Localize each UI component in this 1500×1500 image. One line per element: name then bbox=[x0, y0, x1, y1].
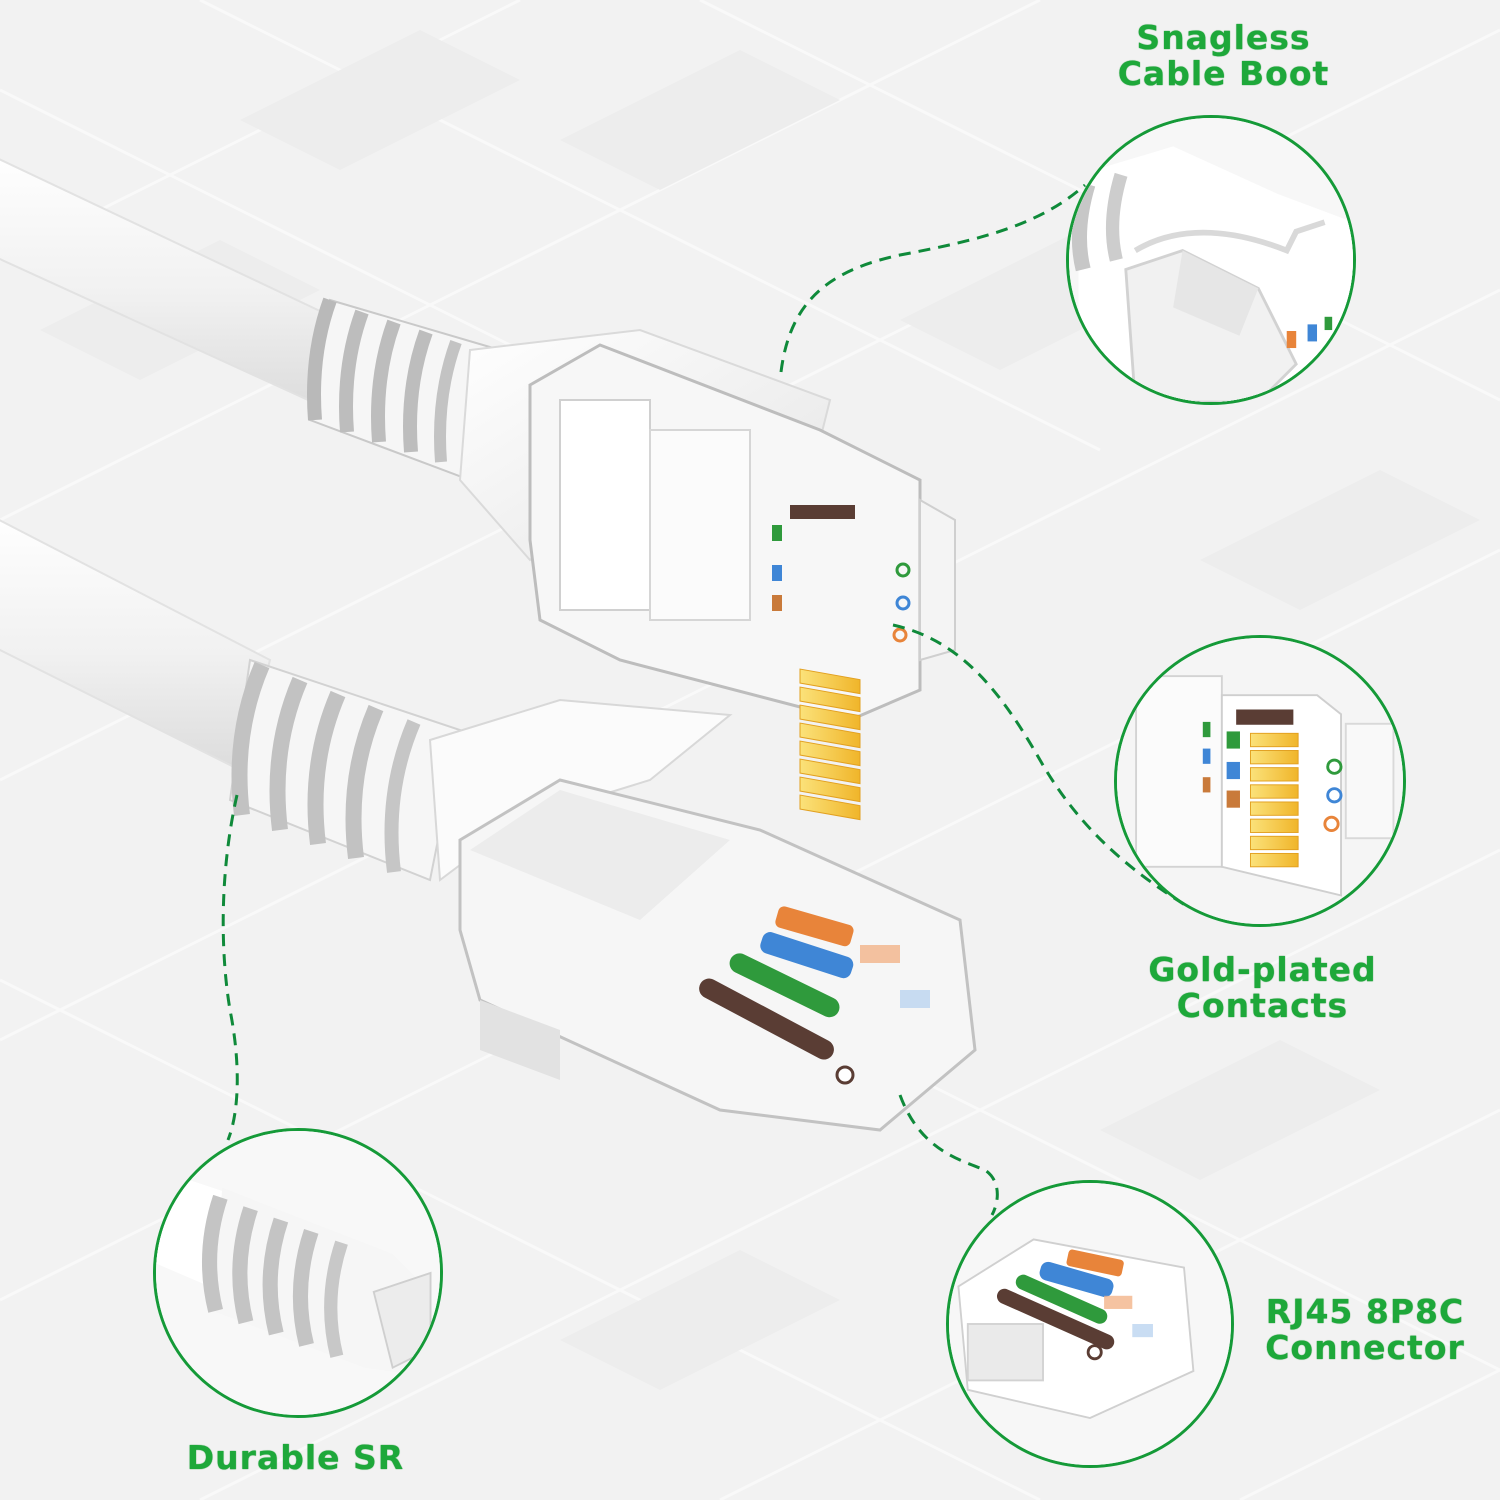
leader-gold-contacts bbox=[892, 623, 1186, 907]
leader-lines bbox=[221, 183, 1186, 1216]
snagless-boot-closeup-icon bbox=[1069, 118, 1353, 402]
label-line: Cable Boot bbox=[1117, 54, 1330, 93]
callout-gold-contacts bbox=[1114, 635, 1406, 927]
upper-plug-housing bbox=[528, 343, 956, 722]
upper-cable bbox=[0, 158, 956, 821]
callout-rj45-connector bbox=[946, 1180, 1234, 1468]
leader-rj45-connector bbox=[898, 1094, 999, 1216]
callout-strain-relief bbox=[153, 1128, 443, 1418]
leader-snagless-boot bbox=[779, 183, 1086, 373]
callout-snagless-boot bbox=[1066, 115, 1356, 405]
label-line: Contacts bbox=[1176, 986, 1349, 1025]
label-line: Snagless bbox=[1136, 18, 1311, 57]
gold-contacts-closeup-icon bbox=[1117, 638, 1403, 924]
lower-wires bbox=[699, 906, 930, 1085]
label-line: Durable SR bbox=[186, 1438, 405, 1477]
lower-cable bbox=[0, 519, 977, 1132]
label-line: RJ45 8P8C bbox=[1265, 1292, 1465, 1331]
leader-strain-relief bbox=[221, 794, 239, 1141]
strain-relief-closeup-icon bbox=[156, 1131, 440, 1415]
label-rj45-connector: RJ45 8P8C Connector bbox=[1255, 1294, 1475, 1366]
rj45-connector-closeup-icon bbox=[949, 1183, 1231, 1465]
upper-strain-relief bbox=[307, 297, 502, 482]
label-line: Gold-plated bbox=[1148, 950, 1377, 989]
lower-strain-relief bbox=[228, 658, 462, 882]
label-snagless-boot: Snagless Cable Boot bbox=[1106, 20, 1341, 92]
label-gold-contacts: Gold-plated Contacts bbox=[1140, 952, 1385, 1024]
upper-contacts bbox=[772, 505, 911, 821]
lower-plug-housing bbox=[458, 778, 977, 1132]
label-line: Connector bbox=[1265, 1328, 1465, 1367]
label-strain-relief: Durable SR bbox=[178, 1440, 413, 1476]
